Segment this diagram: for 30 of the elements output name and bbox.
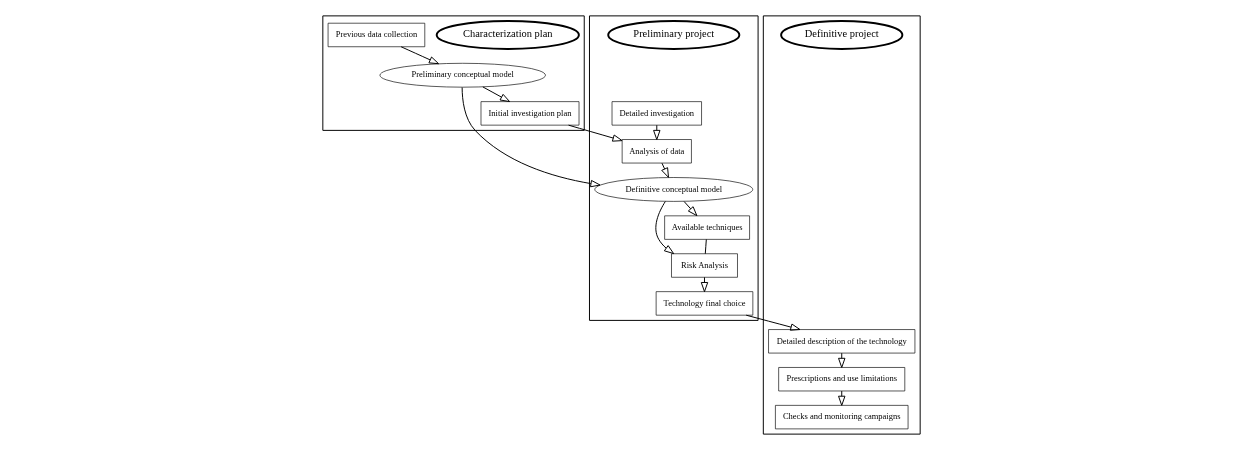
node-ellipse: Definitive conceptual model (594, 177, 753, 202)
node-box: Prescriptions and use limitations (777, 367, 905, 392)
arrow (683, 201, 697, 217)
arrow (837, 352, 845, 368)
cluster (762, 15, 921, 435)
node-box: Detailed description of the technology (767, 329, 915, 354)
connector (704, 238, 707, 255)
node-box: Checks and monitoring campaigns (774, 405, 908, 430)
arrow (400, 46, 439, 65)
node-ellipse: Preliminary project (606, 20, 740, 50)
node-box: Initial investigation plan (480, 101, 579, 126)
arrow (567, 124, 623, 142)
arrow (461, 86, 601, 188)
node-box: Previous data collection (327, 22, 425, 48)
arrow (660, 162, 669, 178)
cluster (321, 15, 585, 131)
arrow (652, 124, 660, 140)
arrow (700, 276, 708, 293)
node-box: Detailed investigation (611, 101, 702, 126)
node-box: Available techniques (663, 215, 750, 240)
arrow (481, 86, 510, 103)
node-box: Analysis of data (621, 139, 692, 164)
node-box: Technology final choice (655, 291, 753, 316)
arrow (654, 201, 674, 255)
node-ellipse: Preliminary conceptual model (379, 62, 546, 88)
node-box: Risk Analysis (670, 253, 738, 278)
arrow (745, 314, 800, 331)
node-ellipse: Characterization plan (435, 20, 580, 50)
node-ellipse: Definitive project (779, 20, 903, 50)
arrow (837, 390, 845, 406)
